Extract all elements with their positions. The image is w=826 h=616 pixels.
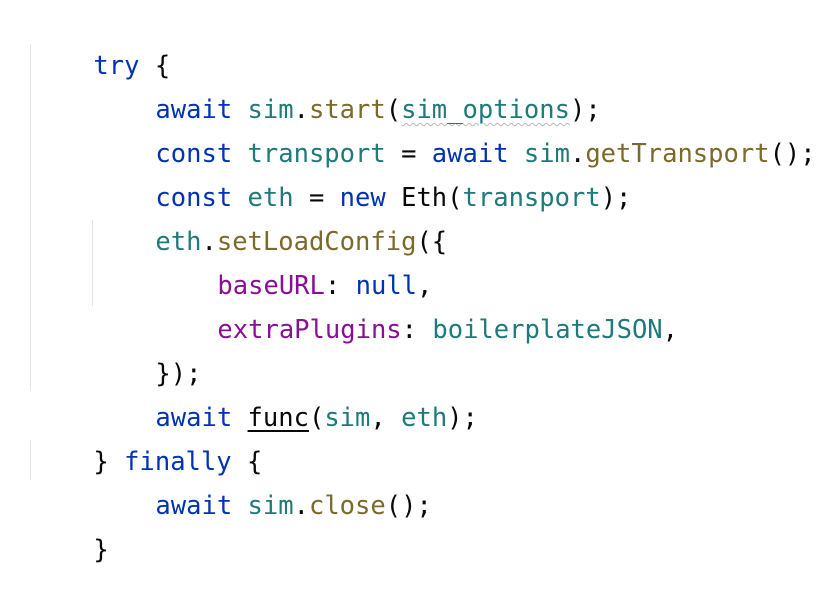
code-line-8: }); <box>155 359 202 389</box>
code-line-2: await sim.start(sim_options); <box>155 95 601 125</box>
identifier-transport: transport <box>462 183 601 213</box>
indent-guide <box>30 44 31 390</box>
function-func: func <box>247 403 309 433</box>
keyword-new: new <box>339 183 386 213</box>
code-line-11: await sim.close(); <box>155 491 432 521</box>
property-base-url: baseURL <box>217 271 325 301</box>
identifier-sim: sim <box>247 95 294 125</box>
keyword-finally: finally <box>124 447 232 477</box>
keyword-const: const <box>155 139 233 169</box>
identifier-eth: eth <box>155 227 202 257</box>
keyword-await: await <box>155 491 233 521</box>
method-get-transport: getTransport <box>585 139 770 169</box>
keyword-await: await <box>155 403 233 433</box>
method-set-load-config: setLoadConfig <box>216 227 417 257</box>
code-line-3: const transport = await sim.getTransport… <box>155 139 816 169</box>
indent-guide <box>92 220 93 306</box>
code-line-12: } <box>93 535 109 565</box>
class-eth: Eth <box>401 183 448 213</box>
code-line-7: extraPlugins: boilerplateJSON, <box>217 315 679 345</box>
code-line-5: eth.setLoadConfig({ <box>155 227 448 257</box>
keyword-await: await <box>431 139 509 169</box>
identifier-transport: transport <box>247 139 386 169</box>
identifier-sim: sim <box>523 139 570 169</box>
code-line-6: baseURL: null, <box>217 271 433 301</box>
identifier-sim-options: sim_options <box>401 95 570 125</box>
code-line-10: } finally { <box>93 447 263 477</box>
keyword-null: null <box>355 271 418 301</box>
code-line-9: await func(sim, eth); <box>155 403 478 433</box>
indent-guide <box>30 440 31 480</box>
identifier-sim: sim <box>247 491 294 521</box>
code-line-4: const eth = new Eth(transport); <box>155 183 632 213</box>
identifier-sim: sim <box>324 403 371 433</box>
identifier-eth: eth <box>247 183 294 213</box>
keyword-const: const <box>155 183 233 213</box>
property-extra-plugins: extraPlugins <box>217 315 402 345</box>
code-editor[interactable]: try { await sim.start(sim_options); cons… <box>0 0 826 565</box>
keyword-try: try <box>93 51 140 81</box>
identifier-boilerplate-json: boilerplateJSON <box>432 315 663 345</box>
method-close: close <box>308 491 386 521</box>
code-line-1: try { <box>93 51 171 81</box>
identifier-eth: eth <box>401 403 448 433</box>
keyword-await: await <box>155 95 233 125</box>
method-start: start <box>308 95 386 125</box>
